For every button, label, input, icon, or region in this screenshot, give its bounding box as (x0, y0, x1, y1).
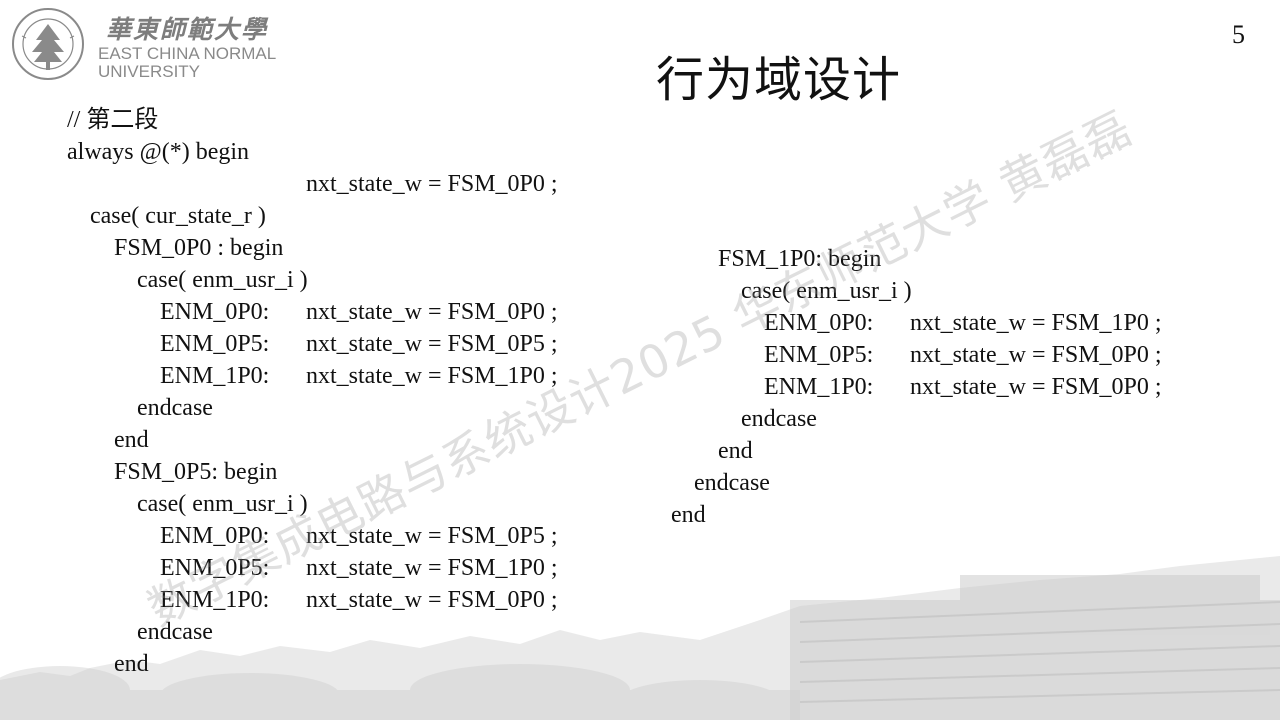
code-line: endcase (694, 470, 770, 496)
code-line: end (671, 502, 706, 528)
code-line: end (114, 427, 149, 453)
code-line: always @(*) begin (67, 139, 250, 165)
code-case-label: ENM_1P0: (764, 374, 874, 400)
code-statement: nxt_state_w = FSM_1P0 ; (306, 363, 558, 389)
code-case-label: ENM_0P0: (160, 523, 270, 549)
code-statement: nxt_state_w = FSM_0P0 ; (910, 342, 1162, 368)
code-statement: nxt_state_w = FSM_0P0 ; (910, 374, 1162, 400)
code-case-label: ENM_0P0: (764, 310, 874, 336)
code-statement: nxt_state_w = FSM_1P0 ; (910, 310, 1162, 336)
code-line: case( enm_usr_i ) (137, 267, 308, 293)
university-seal-icon (12, 8, 84, 80)
code-line: FSM_0P5: begin (114, 459, 278, 485)
logo-english-name-line2: UNIVERSITY (98, 62, 201, 81)
code-line: case( cur_state_r ) (90, 203, 266, 229)
code-statement: nxt_state_w = FSM_1P0 ; (306, 555, 558, 581)
code-case-label: ENM_0P5: (764, 342, 874, 368)
code-statement: nxt_state_w = FSM_0P0 ; (306, 587, 558, 613)
code-case-label: ENM_1P0: (160, 363, 270, 389)
code-case-label: ENM_1P0: (160, 587, 270, 613)
code-line: FSM_0P0 : begin (114, 235, 284, 261)
code-case-label: ENM_0P0: (160, 299, 270, 325)
code-line: endcase (741, 406, 817, 432)
code-line: end (114, 651, 149, 677)
code-line: endcase (137, 619, 213, 645)
code-line: end (718, 438, 753, 464)
code-line: FSM_1P0: begin (718, 246, 882, 272)
code-line: nxt_state_w = FSM_0P0 ; (306, 171, 558, 197)
slide-title: 行为域设计 (656, 52, 902, 108)
code-line: endcase (137, 395, 213, 421)
university-logo: 華東師範大學 EAST CHINA NORMAL UNIVERSITY (10, 6, 300, 81)
code-line: case( enm_usr_i ) (741, 278, 912, 304)
code-line: case( enm_usr_i ) (137, 491, 308, 517)
code-case-label: ENM_0P5: (160, 555, 270, 581)
logo-english-name-line1: EAST CHINA NORMAL (98, 44, 277, 63)
code-case-label: ENM_0P5: (160, 331, 270, 357)
code-statement: nxt_state_w = FSM_0P0 ; (306, 299, 558, 325)
code-comment: // 第二段 (67, 107, 159, 133)
logo-chinese-name: 華東師範大學 (106, 15, 269, 44)
code-statement: nxt_state_w = FSM_0P5 ; (306, 523, 558, 549)
code-statement: nxt_state_w = FSM_0P5 ; (306, 331, 558, 357)
page-number: 5 (1232, 20, 1245, 49)
